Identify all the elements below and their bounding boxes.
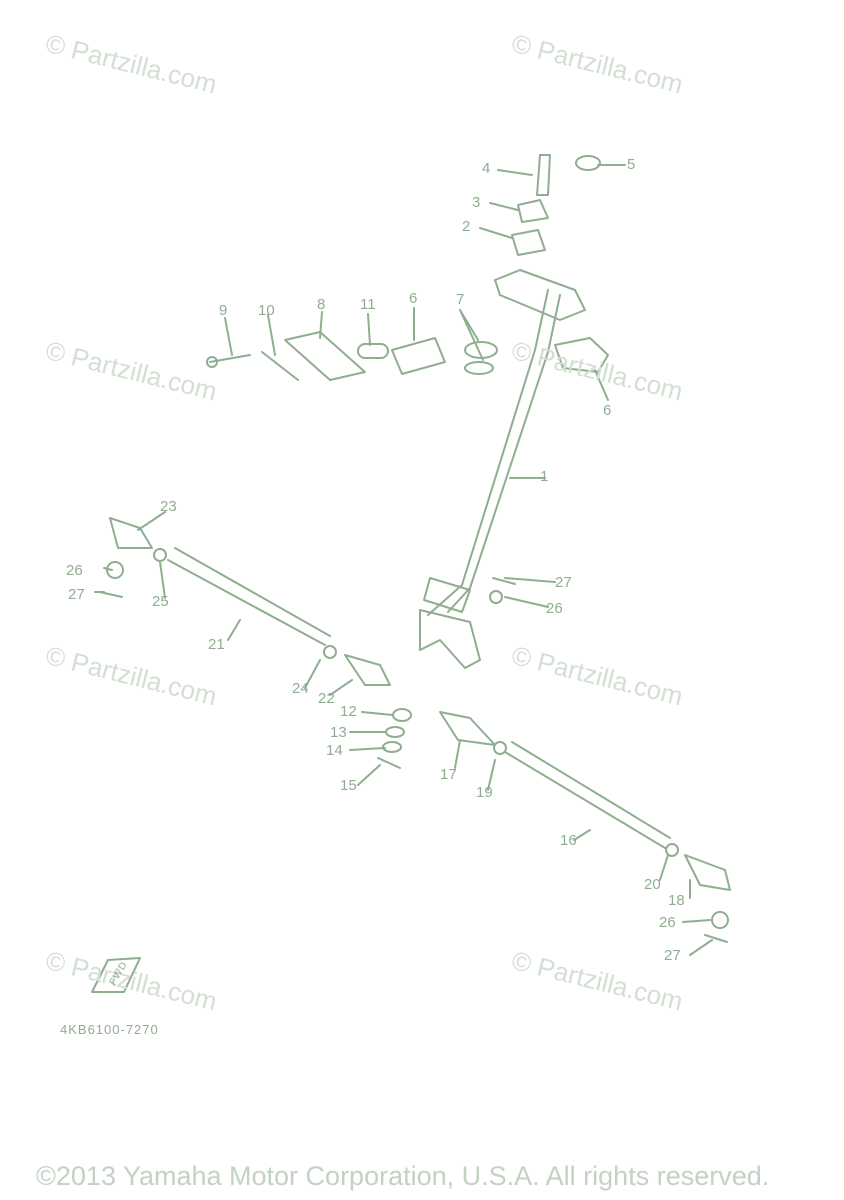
callout-5: 5 [627, 156, 636, 173]
nut-26-right [711, 911, 729, 929]
callout-10: 10 [258, 302, 275, 319]
steering-shaft [427, 289, 561, 616]
leader-lines [94, 164, 713, 956]
nut-25 [153, 548, 167, 562]
nut-24 [323, 645, 337, 659]
diagram-code: 4KB6100-7270 [60, 1022, 159, 1037]
callout-27-right: 27 [664, 947, 681, 964]
plate-8 [284, 331, 366, 381]
callout-27-center: 27 [555, 574, 572, 591]
callout-8: 8 [317, 296, 326, 313]
bolt-4 [536, 154, 551, 196]
callout-16: 16 [560, 832, 577, 849]
callout-2: 2 [462, 218, 471, 235]
callout-4: 4 [482, 160, 491, 177]
callout-26-center: 26 [546, 600, 563, 617]
fwd-marker-shape [91, 957, 141, 993]
callout-26-right: 26 [659, 914, 676, 931]
tie-rod-16 [504, 741, 671, 849]
tie-rod-end-18 [684, 854, 731, 891]
washer-13 [385, 726, 405, 738]
pin-15 [377, 757, 401, 769]
nut-20 [665, 843, 679, 857]
callout-20: 20 [644, 876, 661, 893]
tie-rod-end-22 [344, 654, 391, 686]
callout-12: 12 [340, 703, 357, 720]
pitman-arm [419, 609, 481, 669]
washer-12 [392, 708, 412, 722]
tie-rod-end-23 [109, 517, 153, 549]
callout-21: 21 [208, 636, 225, 653]
pin-27-right [704, 934, 728, 943]
clamp-3 [517, 199, 549, 223]
callout-15: 15 [340, 777, 357, 794]
callout-23: 23 [160, 498, 177, 515]
copyright-notice: ©2013 Yamaha Motor Corporation, U.S.A. A… [36, 1161, 770, 1191]
callout-24: 24 [292, 680, 309, 697]
callout-9: 9 [219, 302, 228, 319]
bracket-6-right [554, 337, 609, 373]
cap-5 [575, 155, 601, 171]
callout-1: 1 [540, 468, 549, 485]
bolt-9-head [206, 356, 218, 368]
callout-17: 17 [440, 766, 457, 783]
bracket-6-left [391, 337, 446, 375]
shaft-lower-collar [423, 577, 471, 613]
nut-26-left [106, 561, 124, 579]
callout-13: 13 [330, 724, 347, 741]
callout-6-top: 6 [409, 290, 418, 307]
callout-18: 18 [668, 892, 685, 909]
callout-22: 22 [318, 690, 335, 707]
tie-rod-21 [167, 547, 331, 646]
bushing-7b [464, 361, 494, 375]
pin-27-center [492, 577, 516, 585]
nut-19 [493, 741, 507, 755]
clamp-2 [511, 229, 546, 256]
callout-14: 14 [326, 742, 343, 759]
callout-19: 19 [476, 784, 493, 801]
washer-14 [382, 741, 402, 753]
callout-25: 25 [152, 593, 169, 610]
callout-7: 7 [456, 291, 465, 308]
pin-11 [357, 343, 389, 359]
callout-11: 11 [360, 296, 376, 313]
top-plate [494, 269, 586, 321]
callout-26-left: 26 [66, 562, 83, 579]
nut-26-center [489, 590, 503, 604]
tie-rod-end-17 [439, 711, 496, 746]
bolt-10 [261, 351, 299, 381]
callout-6-right: 6 [603, 402, 612, 419]
callout-3: 3 [472, 194, 481, 211]
callout-27-left: 27 [68, 586, 85, 603]
